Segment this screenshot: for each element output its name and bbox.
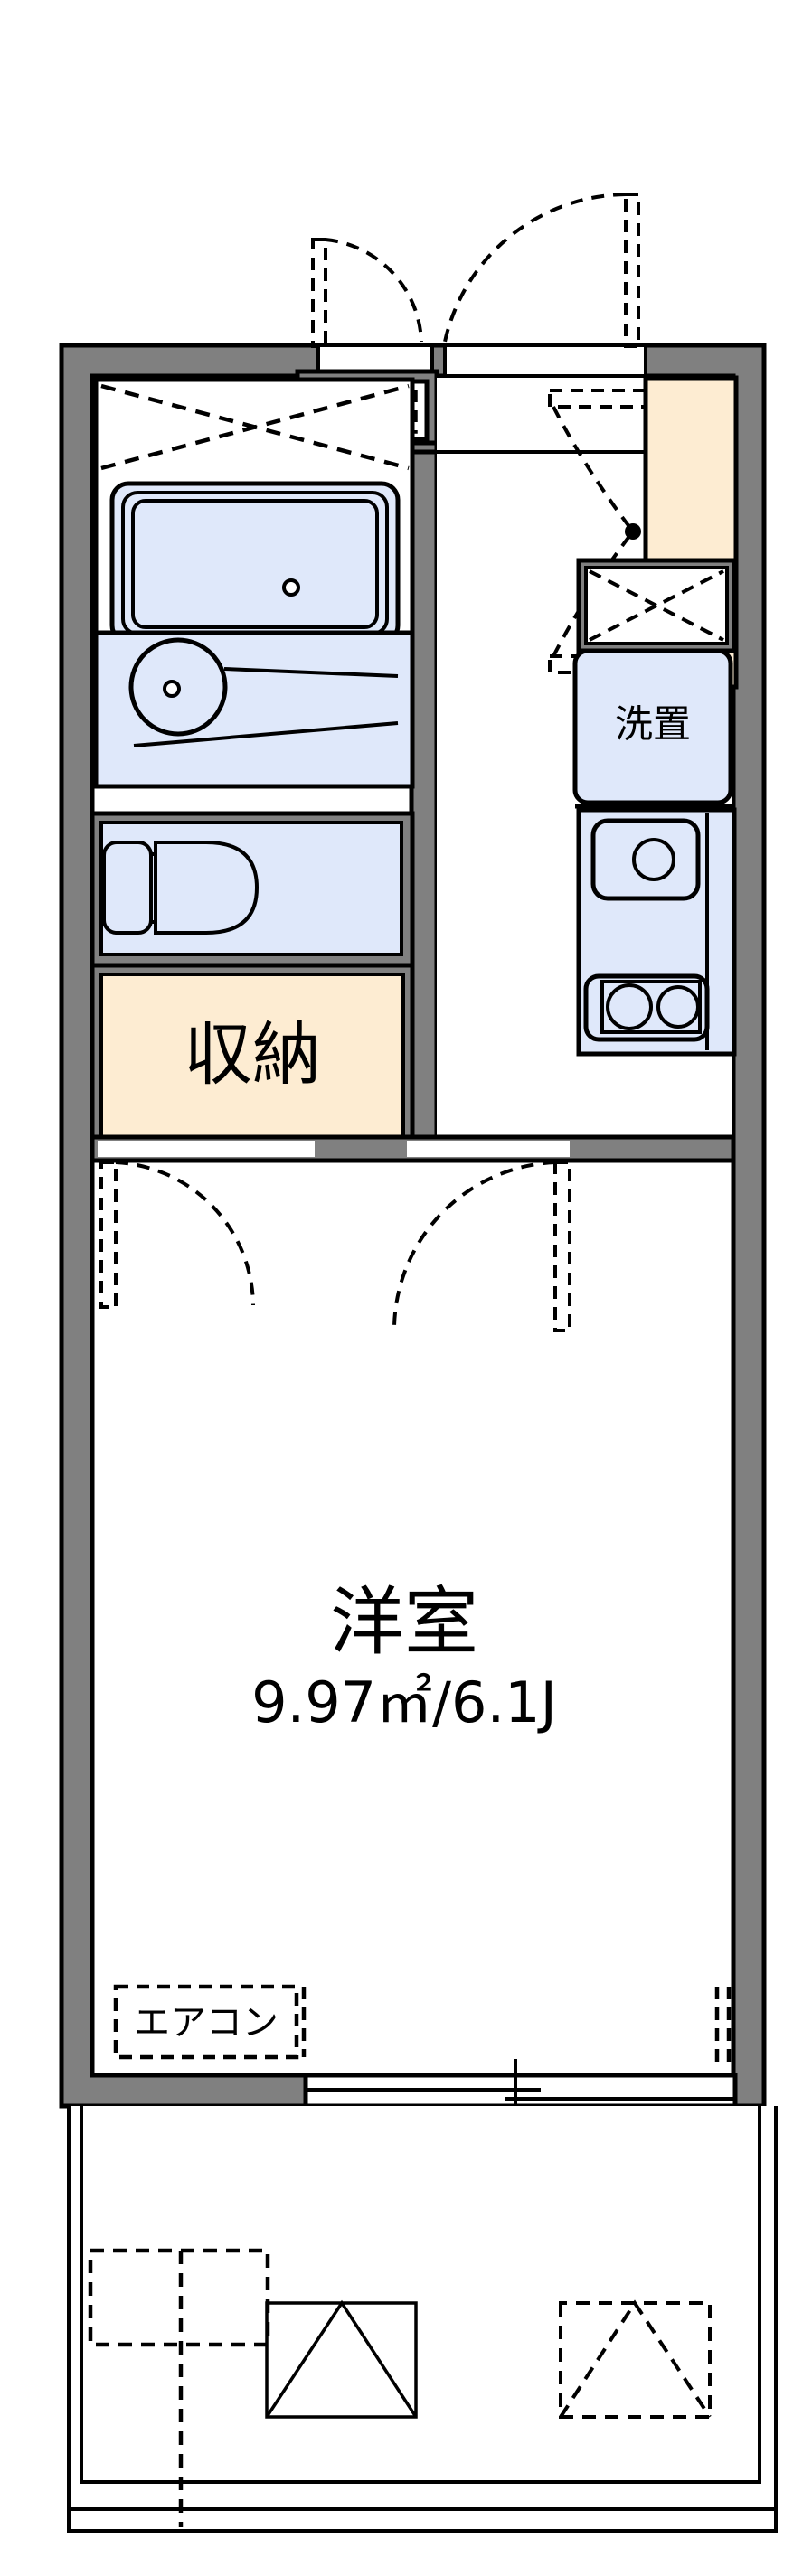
balcony-drain-tri-left xyxy=(265,2299,418,2418)
aircon-label: エアコン xyxy=(134,2002,279,2044)
stove-burner-large xyxy=(606,983,653,1030)
bathtub-drain xyxy=(282,578,300,597)
washer-area: 洗置 xyxy=(572,558,737,805)
main-room-doors xyxy=(99,1161,571,1332)
storage-closet: 収納 xyxy=(90,963,415,1140)
washbasin-apron-edge xyxy=(133,721,399,747)
unit-bath-x-line-2 xyxy=(100,383,410,471)
unit-bath-room xyxy=(93,377,415,644)
partition-opening-left xyxy=(98,1141,315,1157)
overhead-cabinet-x2 xyxy=(589,569,724,642)
toilet-bowl xyxy=(154,841,260,935)
stove-burner-small xyxy=(656,985,700,1029)
balcony-inner-edge xyxy=(80,2106,761,2484)
window-side-mark-right xyxy=(714,1987,732,2063)
bath-hall-divider-wall xyxy=(409,449,439,1142)
balcony-sliding-window xyxy=(303,2059,738,2153)
main-room-area: 9.97㎡/6.1J xyxy=(251,1669,557,1735)
aircon-outline xyxy=(113,1984,299,2060)
main-entrance-threshold xyxy=(443,343,647,378)
closet-door-arc-top xyxy=(552,406,635,533)
main-room-name: 洋室 xyxy=(330,1579,478,1665)
kitchen-counter xyxy=(575,804,737,1057)
toilet-connector xyxy=(151,852,156,924)
bath-door-arc xyxy=(325,238,423,343)
toilet-cistern xyxy=(102,841,153,935)
room-door-right-arc xyxy=(392,1161,556,1328)
aircon-marker: エアコン xyxy=(113,1984,307,2060)
room-partition xyxy=(90,1134,736,1163)
balcony-drain-tri-right xyxy=(559,2299,712,2419)
washer-label: 洗置 xyxy=(615,702,691,747)
balcony-outline xyxy=(67,2106,778,2533)
entrance-door-swings xyxy=(311,193,640,348)
room-door-right-leaf xyxy=(553,1161,571,1332)
entrance-door-leaf xyxy=(624,193,640,348)
washbasin-counter-edge xyxy=(223,667,399,678)
bathtub-basin xyxy=(131,499,379,629)
main-room: 洋室 9.97㎡/6.1J xyxy=(251,1579,557,1735)
room-door-left-leaf xyxy=(99,1161,118,1309)
bath-door-leaf xyxy=(311,238,327,348)
kitchen-sink-drain xyxy=(632,838,675,881)
toilet-room xyxy=(90,811,415,968)
window-mark-right-lines xyxy=(714,1987,732,2063)
storage-label: 収納 xyxy=(184,1014,321,1095)
washer-pan xyxy=(572,648,733,805)
balcony xyxy=(67,2106,778,2533)
closet-door-leaf-top xyxy=(548,389,647,409)
bath-washbasin-area xyxy=(93,630,415,789)
storage-floor xyxy=(99,973,405,1139)
balcony-drain-box-right xyxy=(559,2301,712,2419)
closet-door-pivot xyxy=(625,523,641,540)
overhead-cabinet-x1 xyxy=(589,569,724,642)
partition-opening-right xyxy=(407,1141,570,1157)
washbasin-drain xyxy=(163,680,181,698)
room-door-left-arc xyxy=(115,1161,255,1306)
